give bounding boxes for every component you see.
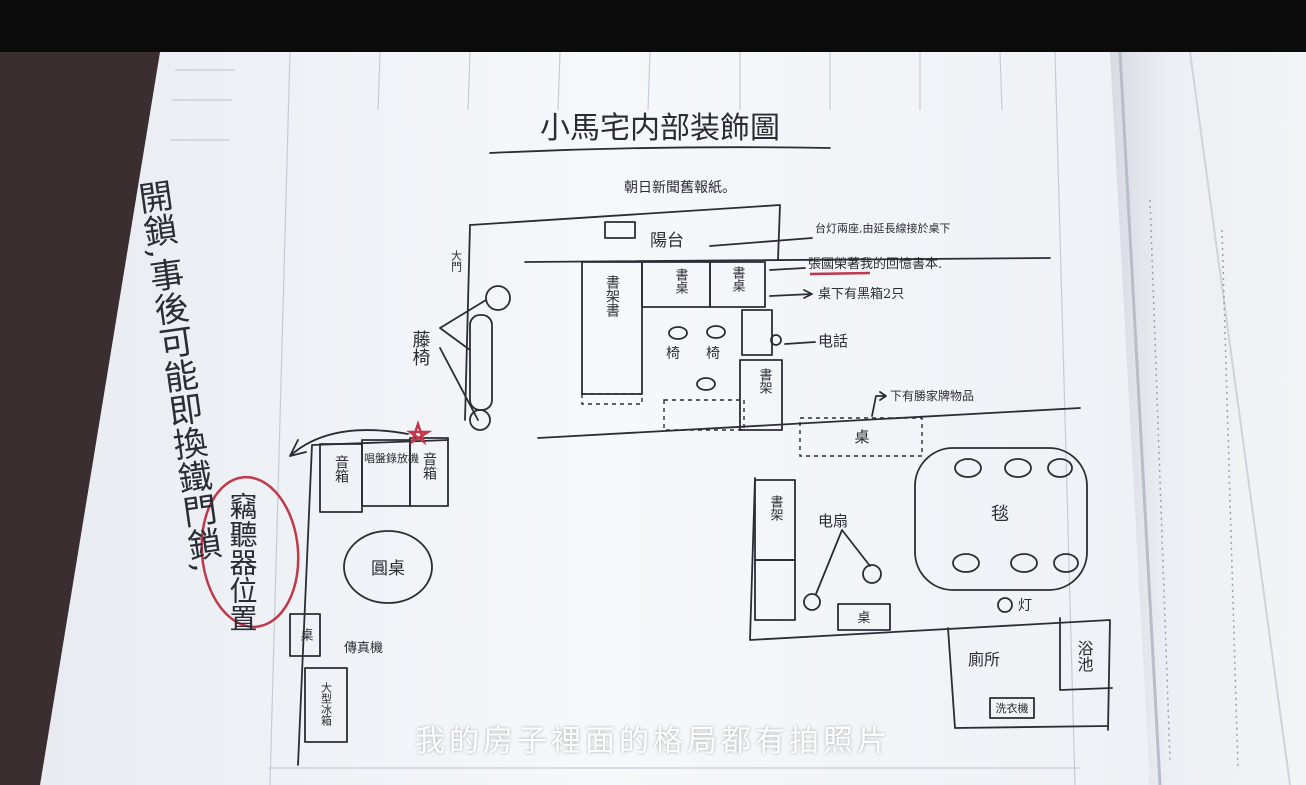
label-fax: 傳真機: [344, 641, 383, 656]
video-subtitle: 我的房子裡面的格局都有拍照片: [415, 724, 891, 759]
label-door: 大門: [450, 249, 463, 273]
label-speaker-left: 音箱: [333, 454, 349, 483]
note-lamp: 台灯兩座,由延長線接於桌下: [815, 221, 951, 235]
notebook-page: [40, 52, 1150, 785]
arrow-hide-note: [769, 267, 806, 271]
bug-position-circle: [200, 475, 300, 629]
label-bug-position: 竊聽器位置: [226, 492, 259, 632]
label-table-right: 桌: [854, 428, 869, 446]
label-table-bottom: 桌: [857, 611, 870, 626]
arrow-lamp-note: [709, 237, 813, 247]
label-bookshelf-right: 書架: [757, 368, 773, 394]
label-fan: 电扇: [818, 512, 848, 530]
note-item: 下有勝家牌物品: [890, 388, 974, 403]
label-bath: 浴池: [1075, 640, 1094, 672]
label-washer: 洗衣機: [996, 701, 1029, 715]
label-bookshelf-left: 書架書: [604, 275, 620, 318]
label-round-table: 圓桌: [371, 559, 405, 579]
label-record-player: 唱盤錄放機: [364, 451, 419, 465]
table-surface: [0, 52, 160, 785]
label-rattan-chair: 藤椅: [410, 330, 431, 366]
label-bookshelf-lower: 書架: [768, 495, 784, 521]
ruled-lines: [170, 51, 1080, 785]
label-table-small: 桌: [298, 628, 314, 641]
label-lamp: 灯: [1018, 598, 1032, 614]
facing-page: [1110, 52, 1306, 785]
arrow-box-note: [769, 289, 813, 299]
label-fridge: 大型冰箱: [320, 681, 333, 727]
note-box: 桌下有黑箱2只: [818, 286, 904, 302]
red-star: [406, 420, 433, 446]
label-toilet: 廁所: [968, 650, 1000, 669]
title-underline: [489, 146, 831, 154]
label-desk-1: 書桌: [673, 268, 689, 294]
label-speaker-right: 音箱: [421, 451, 437, 480]
newspaper-note: 朝日新聞舊報紙。: [624, 180, 736, 196]
sketch-title: 小馬宅内部装飾圖: [540, 111, 780, 146]
washer-box: [989, 697, 1035, 719]
label-balcony: 陽台: [650, 231, 684, 251]
top-dark-band: [0, 0, 1306, 52]
arrow-item-note: [871, 391, 887, 417]
floor-plan: [289, 204, 1113, 766]
label-chair-2: 椅: [706, 346, 720, 362]
arrow-phone: [784, 341, 816, 345]
note-hide: 張國榮著我的回憶書本.: [808, 256, 942, 272]
page-gutter: [1118, 51, 1162, 785]
label-chair-1: 椅: [666, 346, 680, 362]
label-rug: 毯: [991, 504, 1009, 525]
red-underline: [809, 271, 871, 276]
label-desk-2: 書桌: [730, 266, 746, 292]
note-phone: 电話: [818, 332, 848, 350]
